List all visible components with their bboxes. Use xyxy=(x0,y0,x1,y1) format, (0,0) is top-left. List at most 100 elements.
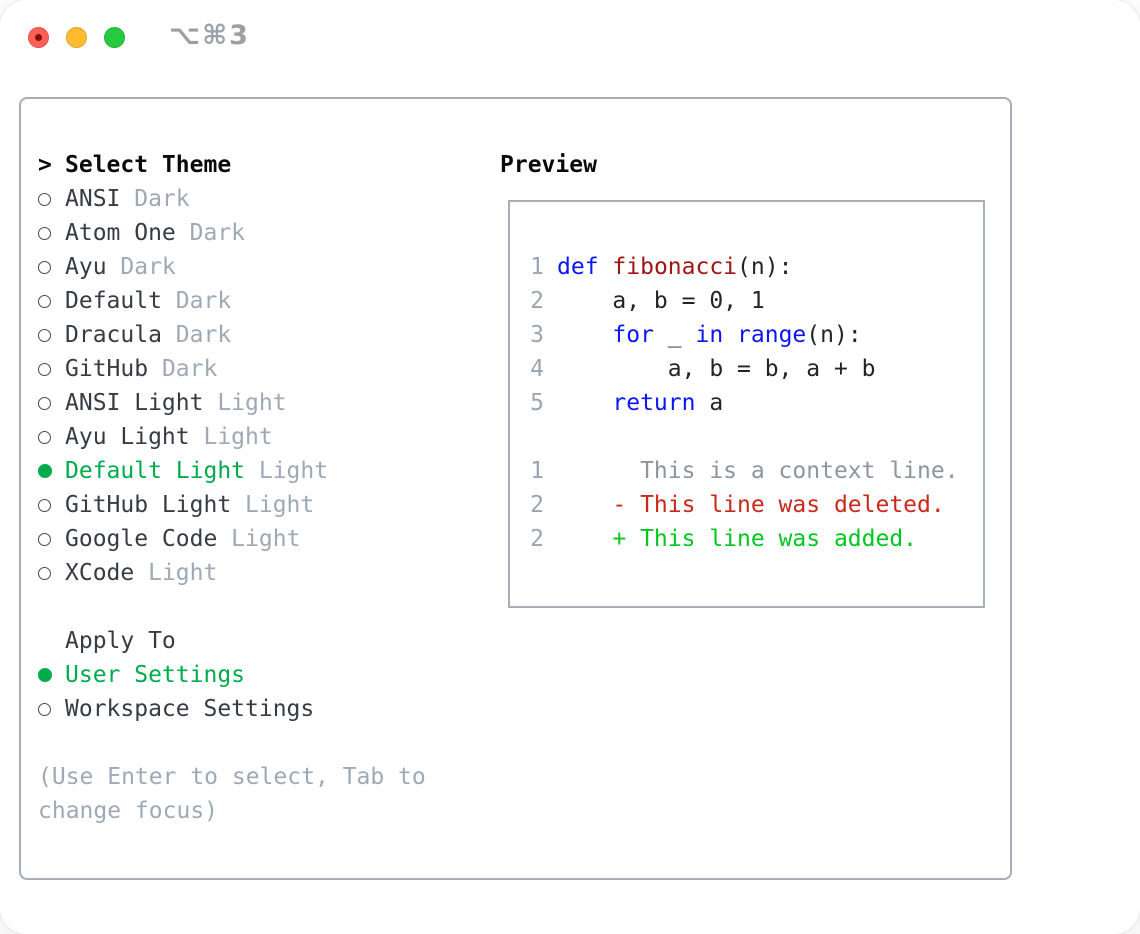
preview-line: 2 + This line was added. xyxy=(510,522,983,556)
theme-option-xcode[interactable]: XCode Light xyxy=(38,556,498,590)
zoom-window-icon[interactable] xyxy=(104,27,125,48)
theme-option-default-light[interactable]: Default Light Light xyxy=(38,454,498,488)
theme-variant: Light xyxy=(189,424,273,450)
radio-selected-icon xyxy=(38,668,52,682)
radio-icon xyxy=(38,498,51,512)
theme-name: Dracula xyxy=(65,322,162,348)
line-number: 2 xyxy=(530,288,544,314)
apply-to-header: Apply To xyxy=(38,624,498,658)
radio-icon xyxy=(38,532,51,546)
theme-variant: Light xyxy=(203,390,287,416)
code-segment: a, b = 0, 1 xyxy=(557,288,765,314)
preview-line xyxy=(510,420,983,454)
focus-cursor-icon: > xyxy=(38,152,52,178)
select-theme-header: > Select Theme xyxy=(38,148,498,182)
theme-option-ansi[interactable]: ANSI Dark xyxy=(38,182,498,216)
theme-option-dracula[interactable]: Dracula Dark xyxy=(38,318,498,352)
line-number: 5 xyxy=(530,390,544,416)
preview-line: 1 This is a context line. xyxy=(510,454,983,488)
code-segment xyxy=(557,322,612,348)
apply-option-label: User Settings xyxy=(65,662,246,688)
code-segment: _ xyxy=(653,322,696,348)
preview-line: 2 a, b = 0, 1 xyxy=(510,284,983,318)
theme-option-ansi-light[interactable]: ANSI Light Light xyxy=(38,386,498,420)
spacer xyxy=(38,726,498,760)
apply-option-workspace-settings[interactable]: Workspace Settings xyxy=(38,692,498,726)
code-segment: in xyxy=(695,322,724,348)
code-segment: (n): xyxy=(737,254,793,280)
code-segment: a, b = b, a + b xyxy=(557,356,876,382)
preview-line: 4 a, b = b, a + b xyxy=(510,352,983,386)
theme-name: ANSI Light xyxy=(65,390,204,416)
theme-option-default[interactable]: Default Dark xyxy=(38,284,498,318)
line-number: 2 xyxy=(530,492,544,518)
code-segment xyxy=(557,390,612,416)
radio-selected-icon xyxy=(38,464,52,478)
theme-variant: Light xyxy=(245,458,329,484)
window-title: ⌥⌘3 xyxy=(169,20,250,51)
theme-variant: Dark xyxy=(161,288,232,314)
code-segment: (n): xyxy=(806,322,862,348)
radio-icon xyxy=(38,702,51,716)
code-segment: range xyxy=(737,322,807,348)
code-segment: return xyxy=(612,390,696,416)
theme-name: ANSI xyxy=(65,186,121,212)
apply-to-title: Apply To xyxy=(65,628,176,654)
apply-option-user-settings[interactable]: User Settings xyxy=(38,658,498,692)
select-theme-title: Select Theme xyxy=(65,152,232,178)
theme-variant: Dark xyxy=(148,356,218,382)
line-number: 1 xyxy=(530,458,544,484)
theme-name: Default Light xyxy=(65,458,246,484)
keyboard-hint: (Use Enter to select, Tab to change focu… xyxy=(38,764,426,824)
theme-variant: Dark xyxy=(120,186,190,212)
theme-variant: Light xyxy=(134,560,218,586)
close-window-icon[interactable] xyxy=(28,27,49,48)
radio-icon xyxy=(38,328,51,342)
preview-line: 5 return a xyxy=(510,386,983,420)
theme-variant: Dark xyxy=(106,254,176,280)
theme-variant: Light xyxy=(217,526,301,552)
radio-icon xyxy=(38,362,51,376)
theme-variant: Dark xyxy=(175,220,246,246)
theme-name: Ayu Light xyxy=(65,424,190,450)
radio-icon xyxy=(38,566,51,580)
theme-option-ayu-light[interactable]: Ayu Light Light xyxy=(38,420,498,454)
theme-name: GitHub xyxy=(65,356,149,382)
radio-icon xyxy=(38,192,51,206)
apply-option-label: Workspace Settings xyxy=(65,696,315,722)
spacer xyxy=(38,590,498,624)
code-segment: fibonacci xyxy=(612,254,738,280)
theme-option-github-light[interactable]: GitHub Light Light xyxy=(38,488,498,522)
code-segment: + This line was added. xyxy=(557,526,918,552)
line-number: 4 xyxy=(530,356,544,382)
radio-icon xyxy=(38,260,51,274)
theme-variant: Light xyxy=(231,492,315,518)
preview-title: Preview xyxy=(500,152,597,178)
theme-name: Ayu xyxy=(65,254,107,280)
theme-option-google-code[interactable]: Google Code Light xyxy=(38,522,498,556)
window-controls xyxy=(28,27,125,48)
code-segment: a xyxy=(695,390,724,416)
theme-name: XCode xyxy=(65,560,135,586)
theme-name: GitHub Light xyxy=(65,492,232,518)
radio-icon xyxy=(38,430,51,444)
theme-option-ayu[interactable]: Ayu Dark xyxy=(38,250,498,284)
theme-variant: Dark xyxy=(161,322,232,348)
theme-name: Google Code xyxy=(65,526,218,552)
theme-option-atom-one[interactable]: Atom One Dark xyxy=(38,216,498,250)
radio-icon xyxy=(38,396,51,410)
theme-name: Default xyxy=(65,288,162,314)
radio-icon xyxy=(38,226,51,240)
preview-line: 2 - This line was deleted. xyxy=(510,488,983,522)
code-segment: This is a context line. xyxy=(557,458,959,484)
theme-option-github[interactable]: GitHub Dark xyxy=(38,352,498,386)
minimize-window-icon[interactable] xyxy=(66,27,87,48)
line-number: 3 xyxy=(530,322,544,348)
radio-icon xyxy=(38,294,51,308)
code-segment: for xyxy=(612,322,654,348)
